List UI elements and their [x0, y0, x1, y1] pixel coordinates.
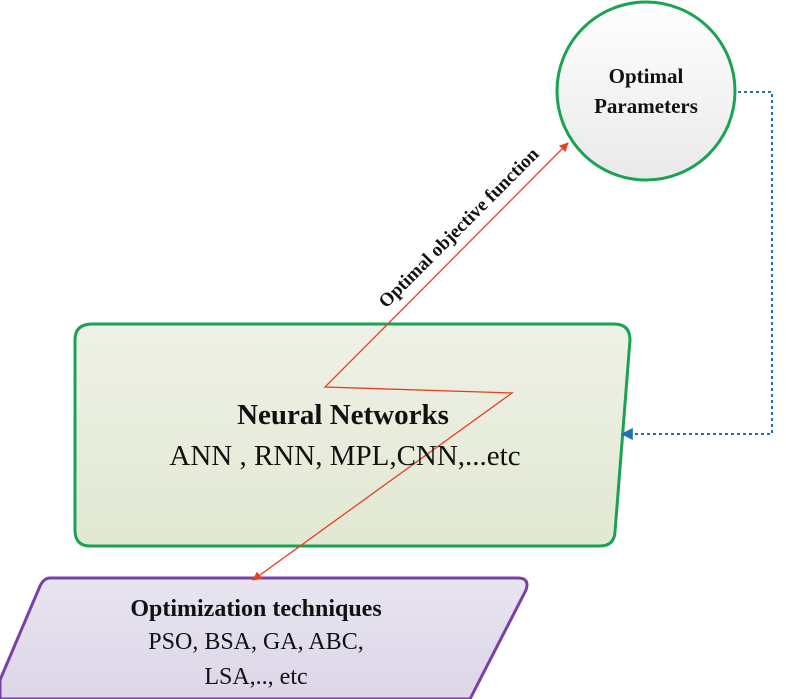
optimization-line2: PSO, BSA, GA, ABC,: [148, 629, 363, 655]
optimal-parameters-circle: [555, 0, 737, 182]
neural-networks-subtitle: ANN , RNN, MPL,CNN,...etc: [169, 440, 520, 472]
feedback-connector: [620, 91, 773, 440]
optimization-title: Optimization techniques: [130, 596, 381, 622]
optimization-line3: LSA,.., etc: [204, 664, 307, 690]
objective-function-arrow: [252, 142, 569, 581]
optimal-parameters-line1: Optimal: [609, 64, 684, 88]
arrow-label: Optimal objective function: [375, 144, 544, 313]
neural-networks-box: [73, 322, 632, 548]
neural-networks-title: Neural Networks: [237, 399, 449, 431]
optimal-parameters-line2: Parameters: [594, 94, 698, 118]
